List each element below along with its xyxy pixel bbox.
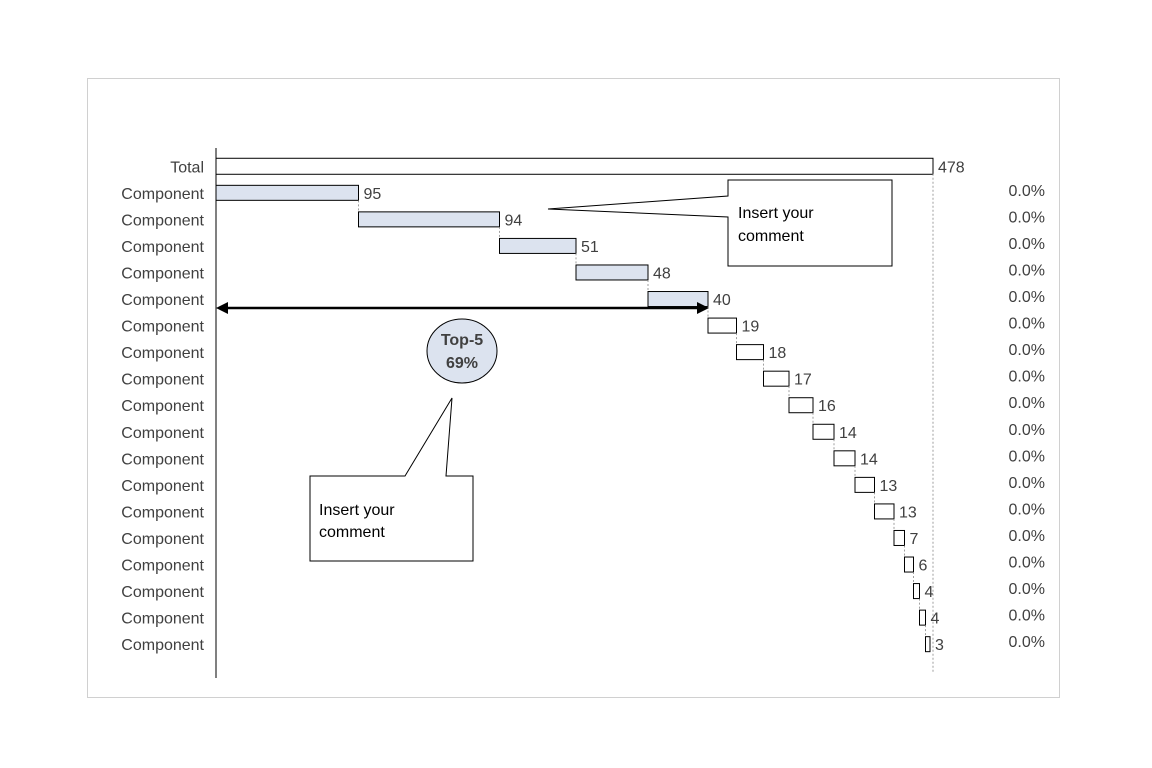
total-bar	[215, 157, 934, 175]
category-label: Component	[121, 292, 204, 309]
category-label: Component	[121, 265, 204, 282]
percentage-label: 0.0%	[1009, 395, 1045, 412]
category-label: Component	[121, 451, 204, 468]
bar-value-label: 19	[742, 319, 760, 336]
bar-value-label: 4	[925, 584, 934, 601]
category-label: Component	[121, 611, 204, 628]
component-bar	[736, 344, 764, 361]
comment-1-line2: comment	[738, 228, 804, 245]
component-bar	[647, 291, 709, 308]
bar-value-label: 6	[919, 558, 928, 575]
category-label: Component	[121, 504, 204, 521]
bar-value-label: 13	[880, 478, 898, 495]
top5-badge: Top-5 69%	[426, 318, 498, 384]
top5-arrow	[216, 302, 709, 314]
category-label: Component	[121, 319, 204, 336]
percentage-label: 0.0%	[1009, 236, 1045, 253]
comment-2-line2: comment	[319, 524, 385, 541]
bar-value-label: 14	[860, 451, 878, 468]
percentage-label: 0.0%	[1009, 634, 1045, 651]
component-bar	[904, 556, 914, 573]
category-label: Component	[121, 345, 204, 362]
category-label: Component	[121, 186, 204, 203]
category-label: Component	[121, 637, 204, 654]
bar-value-label: 18	[769, 345, 787, 362]
bar-value-label: 95	[364, 186, 382, 203]
component-bar	[913, 583, 920, 600]
category-label: Component	[121, 425, 204, 442]
component-bar	[925, 636, 931, 653]
component-bar	[575, 264, 649, 281]
category-label: Component	[121, 212, 204, 229]
comment-callout-2: Insert your comment	[309, 397, 474, 562]
percentage-label: 0.0%	[1009, 528, 1045, 545]
bar-value-label: 14	[839, 425, 857, 442]
category-label: Component	[121, 239, 204, 256]
bar-value-label: 13	[899, 504, 917, 521]
percentage-label: 0.0%	[1009, 316, 1045, 333]
percentage-label: 0.0%	[1009, 608, 1045, 625]
percentage-label: 0.0%	[1009, 209, 1045, 226]
bar-value-label: 40	[713, 292, 731, 309]
category-label: Component	[121, 531, 204, 548]
percentage-label: 0.0%	[1009, 183, 1045, 200]
component-bar	[893, 529, 905, 546]
chart-frame	[87, 78, 1060, 698]
bar-value-label: 94	[505, 212, 523, 229]
percentage-label: 0.0%	[1009, 555, 1045, 572]
percentage-label: 0.0%	[1009, 448, 1045, 465]
percentage-label: 0.0%	[1009, 342, 1045, 359]
component-bar	[854, 476, 875, 493]
category-label: Component	[121, 584, 204, 601]
bar-value-label: 3	[935, 637, 944, 654]
top5-badge-line1: Top-5	[441, 332, 483, 349]
category-label: Component	[121, 478, 204, 495]
comment-2-line1: Insert your	[319, 502, 395, 519]
component-bar	[788, 397, 814, 414]
category-label: Component	[121, 372, 204, 389]
component-bar	[763, 370, 790, 387]
category-label: Component	[121, 398, 204, 415]
component-bar	[707, 317, 737, 334]
component-bar	[919, 609, 926, 626]
total-label: Total	[170, 159, 204, 176]
component-bar	[358, 211, 500, 228]
bar-value-label: 7	[910, 531, 919, 548]
percentage-label: 0.0%	[1009, 501, 1045, 518]
comment-callout-1: Insert your comment	[547, 179, 893, 267]
component-bar	[499, 237, 577, 254]
bar-value-label: 48	[653, 265, 671, 282]
percentage-label: 0.0%	[1009, 581, 1045, 598]
comment-1-line1: Insert your	[738, 205, 814, 222]
category-label: Component	[121, 558, 204, 575]
bar-value-label: 51	[581, 239, 599, 256]
component-bar	[874, 503, 895, 520]
percentage-label: 0.0%	[1009, 422, 1045, 439]
component-bar	[833, 450, 856, 467]
bar-value-label: 16	[818, 398, 836, 415]
component-bar	[812, 423, 835, 440]
percentage-label: 0.0%	[1009, 475, 1045, 492]
top5-badge-line2: 69%	[446, 355, 478, 372]
component-bar	[215, 184, 359, 201]
bar-value-label: 17	[794, 372, 812, 389]
percentage-label: 0.0%	[1009, 262, 1045, 279]
percentage-label: 0.0%	[1009, 369, 1045, 386]
bar-value-label: 4	[931, 611, 940, 628]
percentage-label: 0.0%	[1009, 289, 1045, 306]
total-value-label: 478	[938, 159, 965, 176]
